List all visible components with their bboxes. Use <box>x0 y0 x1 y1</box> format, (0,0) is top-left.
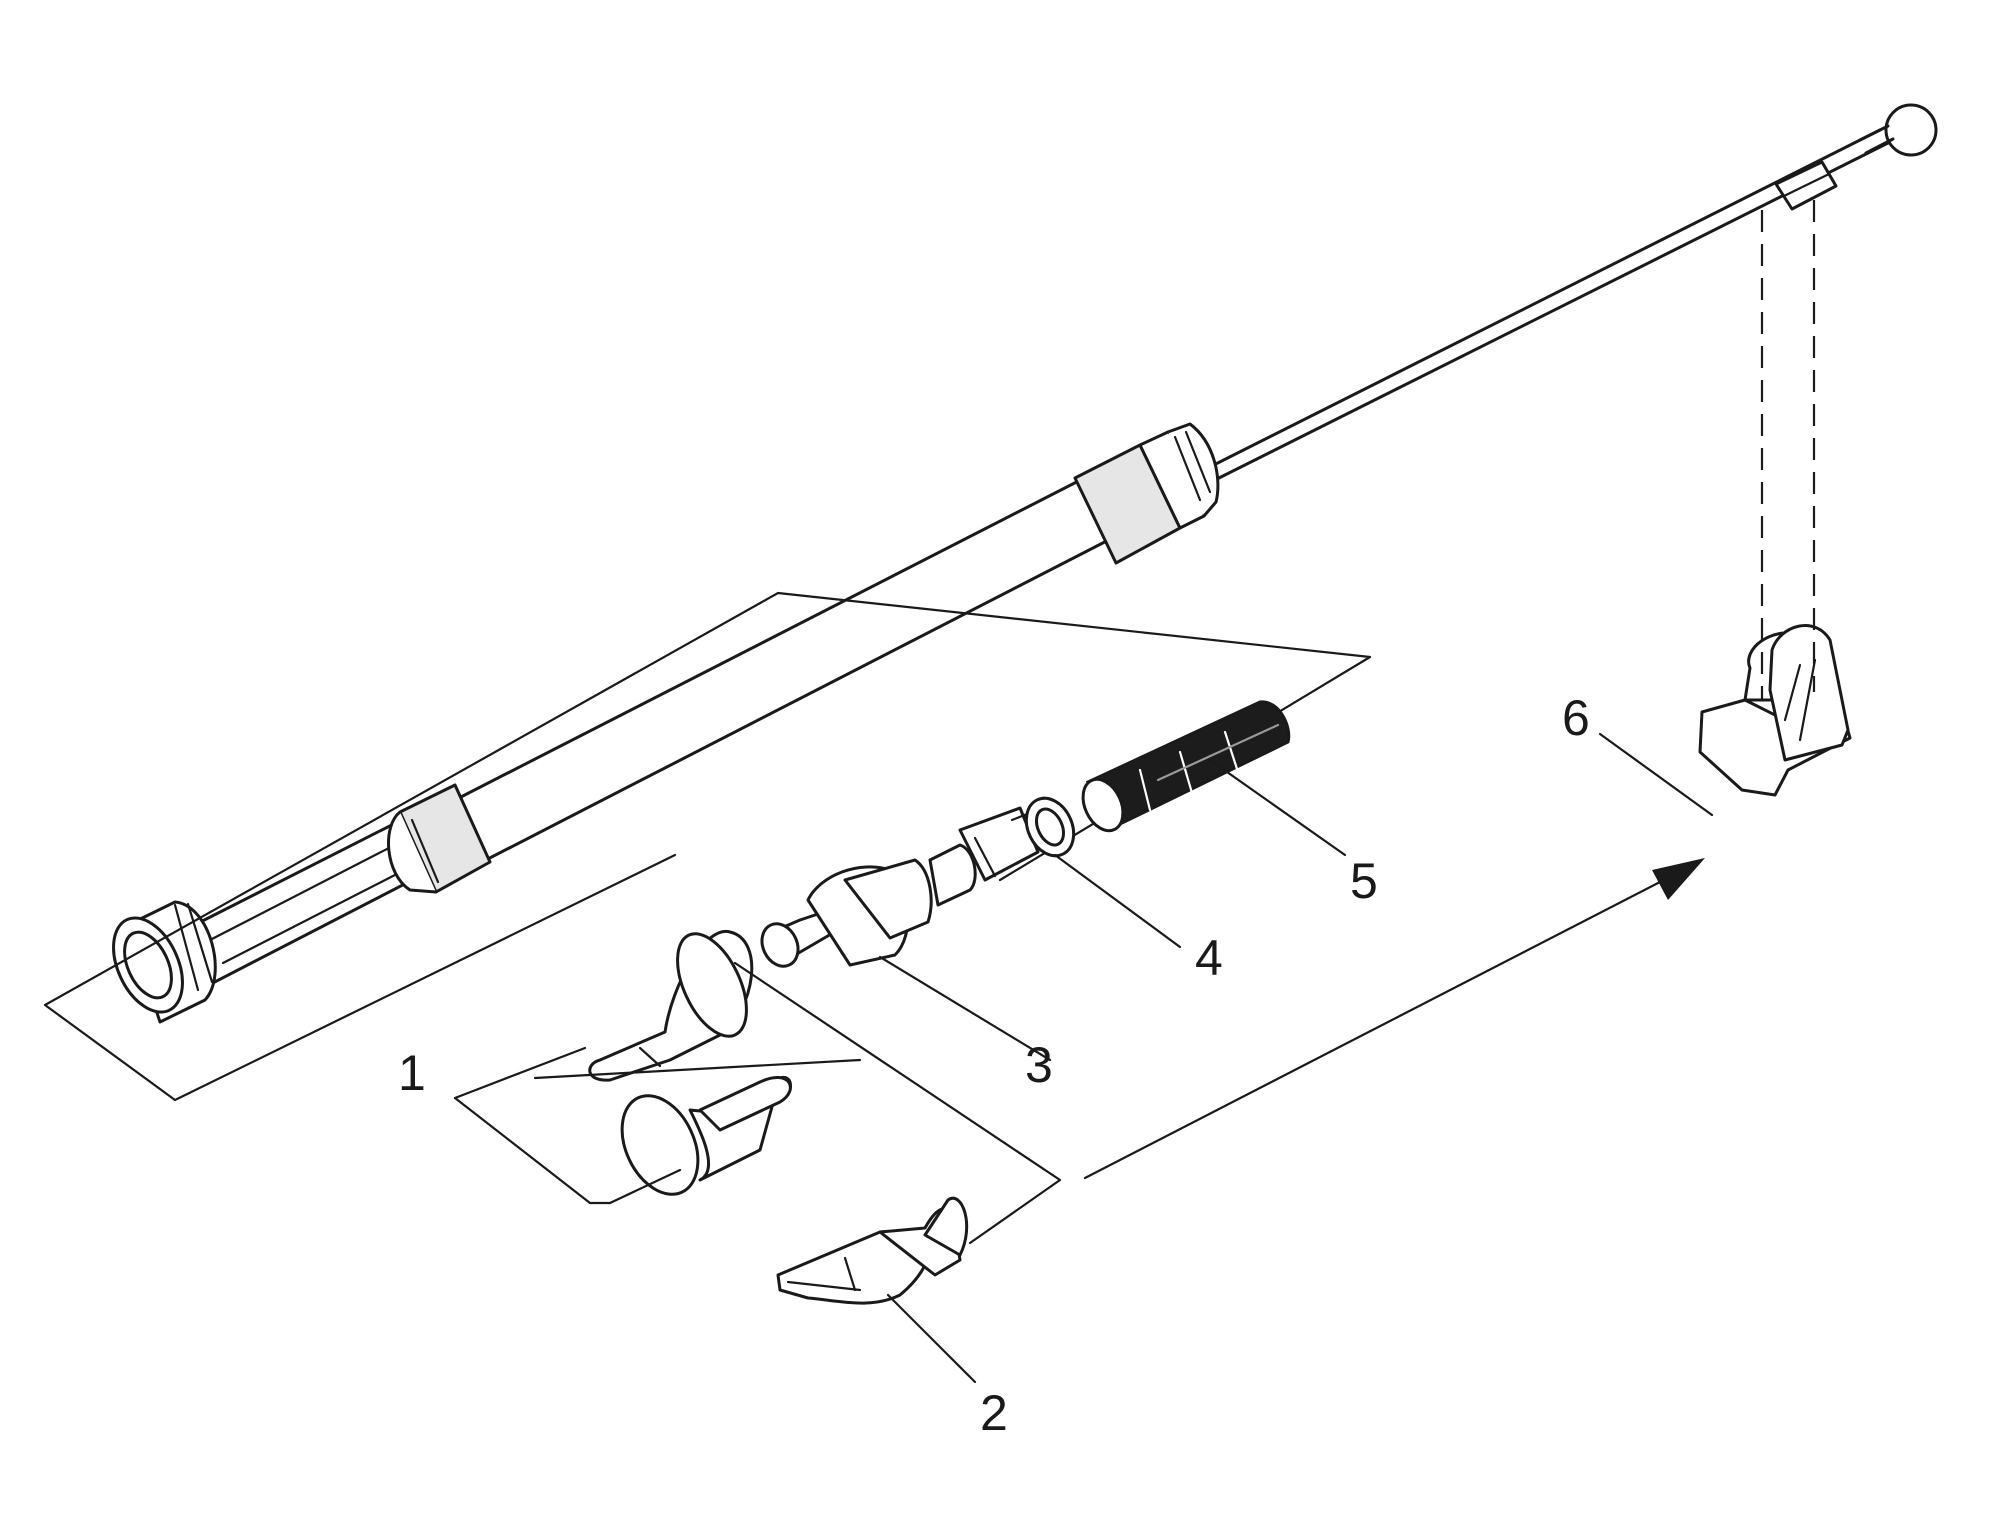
rod-collar <box>1774 160 1838 211</box>
adapter <box>760 806 1044 968</box>
callout-2: 2 <box>980 1385 1008 1441</box>
nozzle-lower <box>620 1075 792 1196</box>
nozzle-upper <box>588 930 754 1082</box>
callout-6: 6 <box>1562 690 1590 746</box>
holder-clip <box>1698 624 1852 797</box>
flat-nozzle <box>776 1196 969 1305</box>
callout-5: 5 <box>1350 853 1378 909</box>
callout-3: 3 <box>1025 1037 1053 1093</box>
upper-coupling <box>1073 422 1220 565</box>
end-cap <box>112 900 217 1024</box>
callout-4: 4 <box>1195 930 1223 986</box>
ball-end-icon <box>1884 103 1938 157</box>
callout-1: 1 <box>398 1045 426 1101</box>
o-ring <box>1024 796 1076 858</box>
filter <box>1081 700 1291 833</box>
lower-coupling <box>387 783 492 894</box>
leader-lines <box>453 732 1714 1384</box>
arrow-head-icon <box>1652 858 1705 900</box>
telescopic-lance <box>112 103 1938 1024</box>
